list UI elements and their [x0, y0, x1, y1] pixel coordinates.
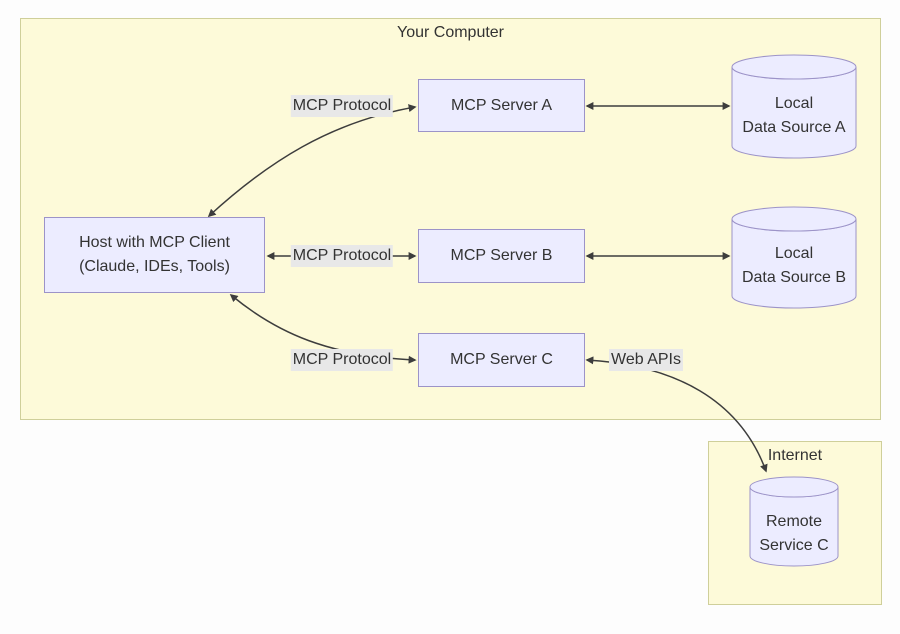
node-mcp-server-a: MCP Server A: [418, 79, 585, 132]
cluster-title-your-computer: Your Computer: [396, 24, 505, 41]
mcp-server-c-label: MCP Server C: [450, 351, 553, 368]
edge-label-mcp-protocol-a: MCP Protocol: [290, 95, 394, 117]
host-label-line-2: (Claude, IDEs, Tools): [79, 258, 230, 275]
cluster-title-internet: Internet: [767, 447, 823, 464]
cylinder-local-data-source-b: [731, 206, 857, 309]
label-remote-service-c: Remote Service C: [750, 510, 838, 558]
local-data-source-a-line-1: Local: [774, 95, 814, 112]
edge-host-server-a: [207, 104, 417, 218]
node-host-with-mcp-client: Host with MCP Client (Claude, IDEs, Tool…: [44, 217, 265, 293]
local-data-source-b-line-1: Local: [774, 245, 814, 262]
local-data-source-b-line-2: Data Source B: [741, 269, 847, 286]
label-local-data-source-b: Local Data Source B: [732, 242, 856, 290]
remote-service-c-line-2: Service C: [759, 537, 829, 554]
remote-service-c-line-1: Remote: [765, 513, 823, 530]
label-local-data-source-a: Local Data Source A: [732, 92, 856, 140]
node-mcp-server-c: MCP Server C: [418, 333, 585, 387]
host-label-line-1: Host with MCP Client: [79, 234, 230, 251]
cylinder-local-data-source-a: [731, 54, 857, 159]
cylinder-remote-service-c: [749, 476, 839, 567]
edge-label-mcp-protocol-b: MCP Protocol: [290, 245, 394, 267]
mcp-server-a-label: MCP Server A: [450, 96, 553, 114]
mcp-server-b-label: MCP Server B: [450, 247, 553, 264]
edge-label-mcp-protocol-c: MCP Protocol: [290, 349, 394, 371]
edge-label-web-apis: Web APIs: [609, 349, 683, 371]
local-data-source-a-line-2: Data Source A: [742, 119, 846, 136]
node-mcp-server-b: MCP Server B: [418, 229, 585, 283]
